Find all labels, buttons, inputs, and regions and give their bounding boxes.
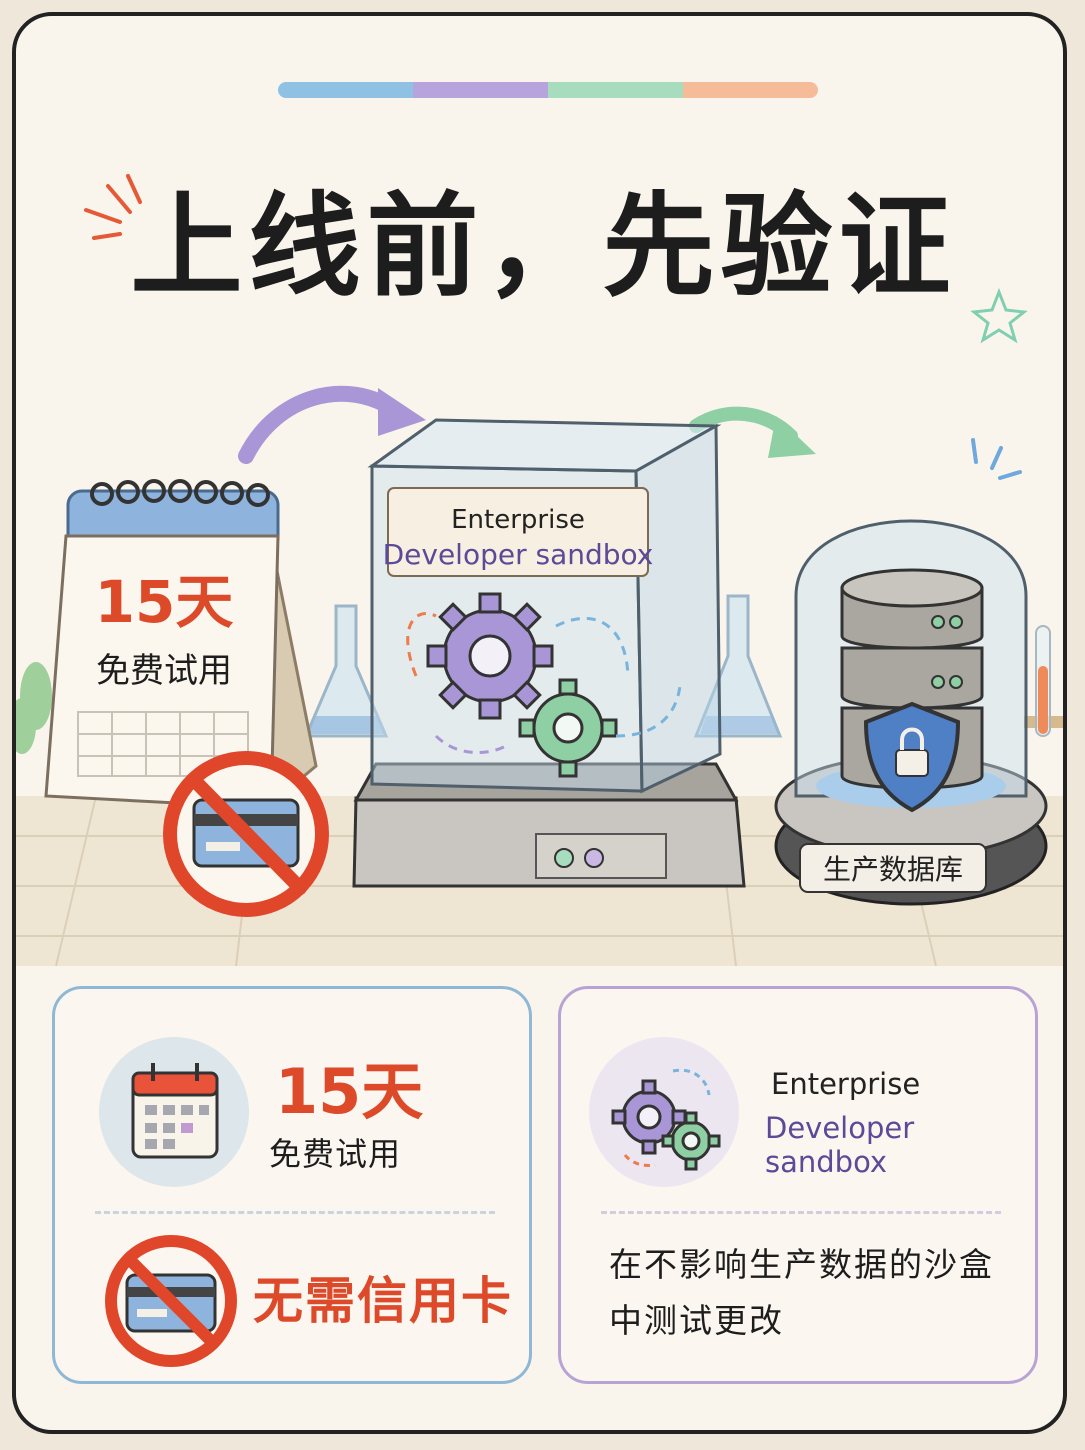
no-credit-card-text: 无需信用卡 (253, 1272, 513, 1330)
color-stripe (278, 82, 818, 98)
star-icon (970, 287, 1028, 344)
trial-label: 免费试用 (269, 1135, 402, 1173)
sandbox-panel-line2: Developer sandbox (765, 1111, 915, 1179)
test-tubes-icon (1024, 625, 1063, 737)
sandbox-panel: Enterprise Developer sandbox 在不影响生产数据的沙盒… (558, 986, 1038, 1384)
sandbox-label-line1: Enterprise (451, 505, 585, 535)
sandbox-label-line2: Developer sandbox (383, 538, 654, 571)
illustration: 15天 免费试用 Enterprise Developer sandbox (16, 174, 1063, 967)
divider (95, 1211, 495, 1214)
gears-icon (589, 1037, 739, 1187)
calendar-days-text: 15天 (95, 568, 234, 636)
gears-icon (406, 592, 682, 778)
no-credit-card-icon (105, 1235, 237, 1367)
sparkle-icon (84, 174, 142, 240)
calendar-illustration (44, 479, 318, 819)
poster-card: 上线前，先验证 (12, 12, 1067, 1434)
arrow-to-sandbox-icon (238, 385, 404, 464)
trial-panel: 15天 免费试用 无需信用卡 (52, 986, 532, 1384)
trial-days: 15天 (275, 1055, 424, 1128)
headline: 上线前，先验证 (130, 182, 957, 312)
flask-icon (303, 594, 783, 738)
no-credit-card-icon (163, 751, 329, 917)
plant-icon (16, 662, 52, 754)
database-label: 生产数据库 (823, 853, 963, 886)
shield-lock-icon (863, 701, 961, 813)
divider (601, 1211, 1001, 1214)
sandbox-description: 在不影响生产数据的沙盒中测试更改 (609, 1245, 994, 1340)
calendar-icon (99, 1037, 249, 1187)
sandbox-panel-line1: Enterprise (771, 1067, 921, 1101)
calendar-trial-text: 免费试用 (96, 651, 232, 691)
